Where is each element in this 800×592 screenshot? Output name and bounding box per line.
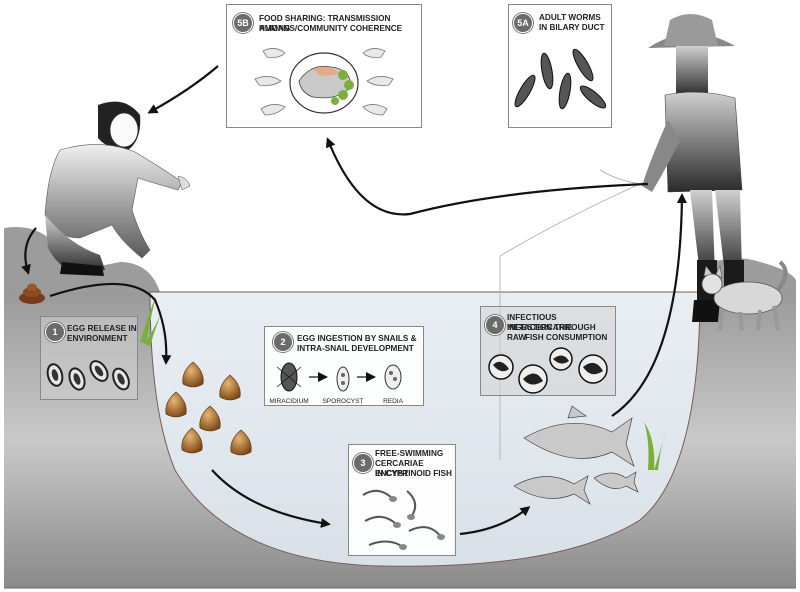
step-5a-title-line1: ADULT WORMS — [539, 13, 601, 22]
step-5a-badge: 5A — [513, 13, 533, 33]
fish-group — [513, 405, 639, 505]
stage-label-redia: REDIA — [383, 398, 403, 405]
crouching-person-illustration — [44, 101, 191, 276]
step-3-title-line2: CERCARIAE ENCYST — [375, 459, 424, 478]
step-3-badge: 3 — [353, 453, 373, 473]
step-5b-title-line2: HUMANS/COMMUNITY COHERENCE — [259, 24, 403, 33]
step-3-title-line1: FREE-SWIMMING — [375, 449, 444, 458]
larval-stages-icon — [276, 362, 402, 392]
step-2-badge: 2 — [273, 332, 293, 352]
step-5a-title-line2: IN BILARY DUCT — [539, 23, 605, 32]
feces-illustration — [19, 283, 45, 304]
step-1-box: 1 EGG RELEASE IN ENVIRONMENT — [40, 316, 138, 400]
fisher-person-illustration — [642, 14, 744, 322]
parasite-eggs-icon — [46, 360, 130, 391]
step-2-title-line2: INTRA-SNAIL DEVELOPMENT — [297, 344, 414, 353]
snail-group — [165, 361, 252, 456]
step-5b-badge: 5B — [233, 13, 253, 33]
stage-label-sporocyst: SPOROCYST — [322, 398, 364, 405]
cercariae-icon — [362, 489, 445, 550]
step-3-title-line3: IN CYPRINOID FISH — [375, 469, 452, 478]
step-4-title-line3: FISH CONSUMPTION — [525, 333, 608, 342]
step-3-box: 3 FREE-SWIMMING CERCARIAE ENCYST IN CYPR… — [348, 444, 456, 556]
water-plant-illustration — [140, 296, 666, 470]
step-4-badge: 4 — [485, 315, 505, 335]
metacercariae-icon — [488, 347, 608, 394]
stage-label-miracidium: MIRACIDIUM — [269, 398, 309, 405]
step-4-title-line2: INGESTION THROUGH RAW — [507, 323, 596, 342]
step-2-title-line1: EGG INGESTION BY SNAILS & — [297, 334, 417, 343]
adult-worms-icon — [514, 48, 607, 110]
step-4-title-line1: INFECTIOUS METACERCARIE — [507, 313, 573, 332]
step-5a-box: 5A ADULT WORMS IN BILARY DUCT — [508, 4, 612, 128]
food-sharing-icon — [254, 48, 394, 116]
cycle-arrows — [21, 65, 687, 536]
step-1-badge: 1 — [45, 322, 65, 342]
fishing-line — [499, 181, 645, 460]
step-5b-title-line1: FOOD SHARING: TRANSMISSION AMONG — [259, 14, 391, 33]
step-5b-box: 5B FOOD SHARING: TRANSMISSION AMONG HUMA… — [226, 4, 422, 128]
step-2-box: 2 EGG INGESTION BY SNAILS & INTRA-SNAIL … — [264, 326, 424, 406]
step-1-title-line2: ENVIRONMENT — [67, 334, 128, 343]
step-1-title-line1: EGG RELEASE IN — [67, 324, 137, 333]
step-4-box: 4 INFECTIOUS METACERCARIE INGESTION THRO… — [480, 306, 616, 396]
cat-illustration — [701, 260, 788, 331]
